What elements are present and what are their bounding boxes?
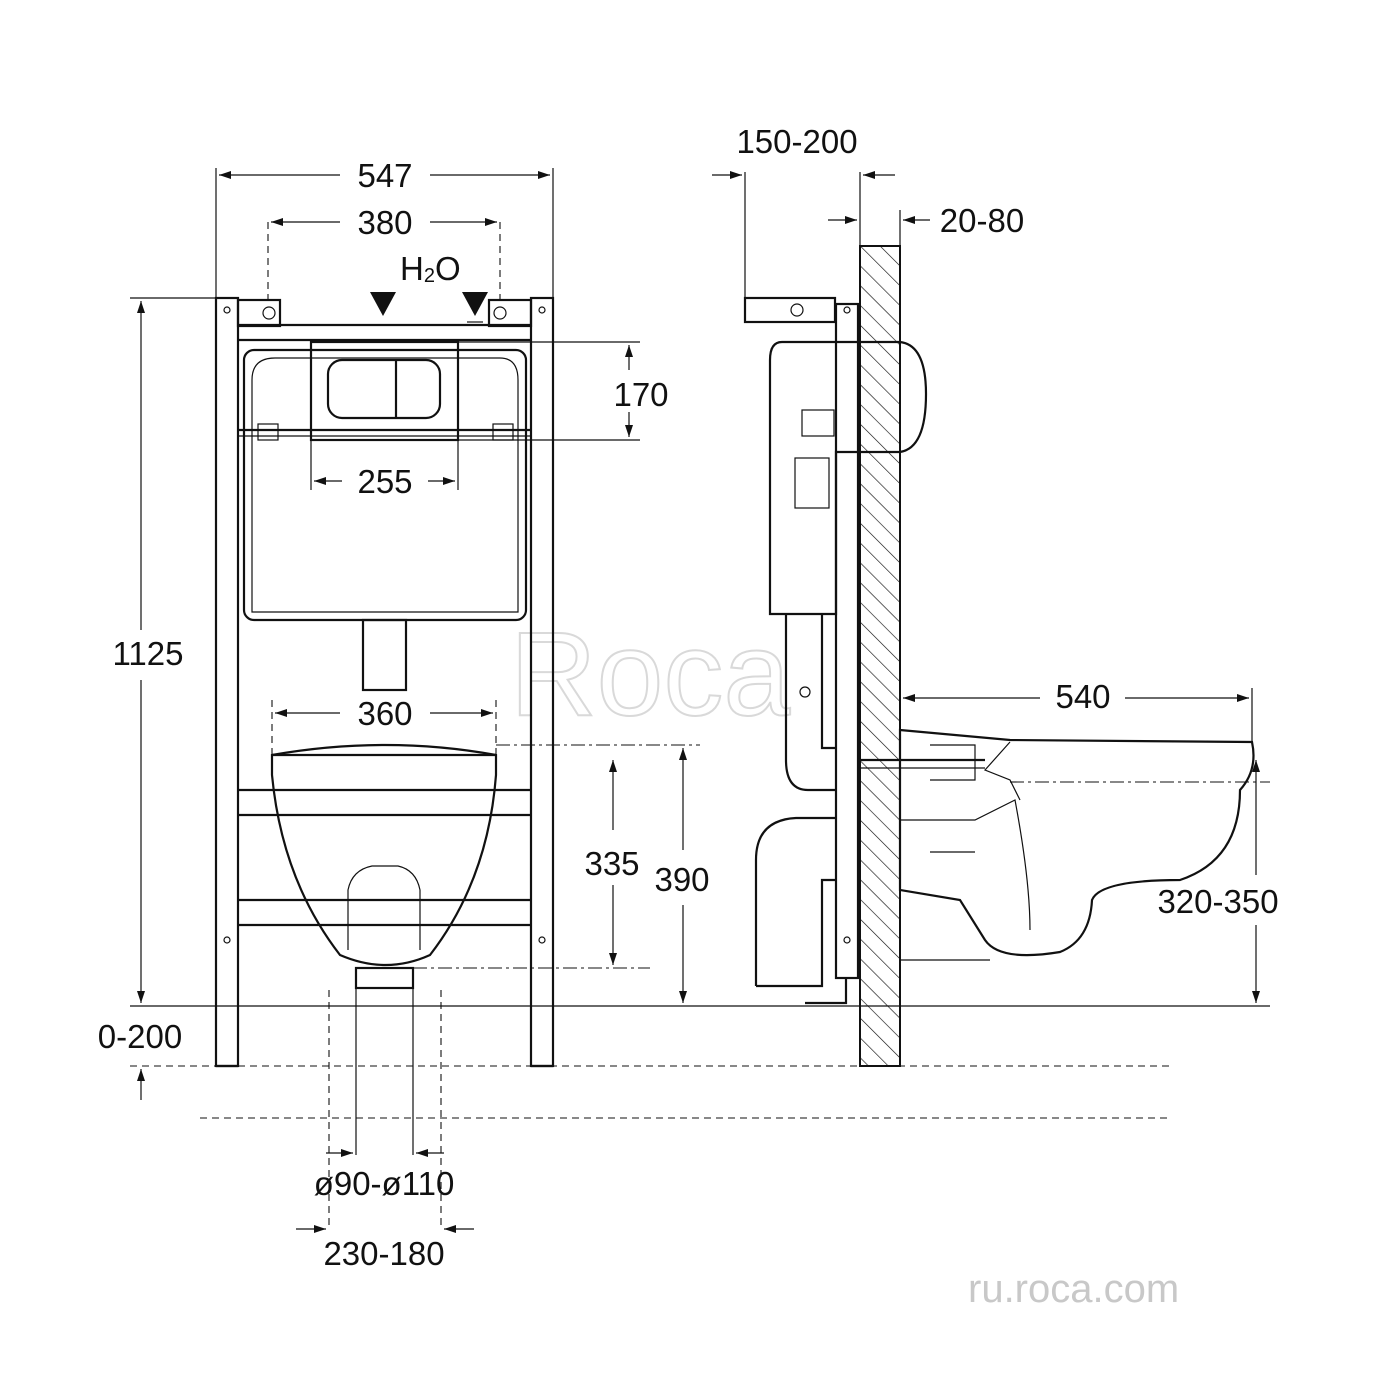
flush-buttons	[326, 358, 442, 420]
flush-plate	[309, 340, 460, 442]
front-view: 547 380 H2O 170 255 1125 0-200	[98, 157, 1270, 1272]
water-inlet-arrow-right	[462, 292, 488, 316]
cistern-side	[768, 340, 928, 616]
dim-335: 335	[584, 845, 639, 882]
left-bracket	[236, 298, 282, 328]
dim-pipe-offset: 230-180	[323, 1235, 444, 1272]
url-watermark: ru.roca.com	[968, 1267, 1179, 1311]
h2o-label: H2O	[400, 250, 461, 287]
water-inlet-arrow-left	[370, 292, 396, 316]
dim-255: 255	[357, 463, 412, 500]
dim-380: 380	[357, 204, 412, 241]
flush-pipe	[361, 618, 408, 692]
dim-320-350: 320-350	[1157, 883, 1278, 920]
dim-390: 390	[654, 861, 709, 898]
toilet-bowl-side	[898, 728, 1255, 957]
toilet-bowl-front	[270, 743, 498, 967]
side-frame-post	[834, 302, 860, 980]
frame-left-post	[214, 296, 240, 1068]
dim-540: 540	[1055, 678, 1110, 715]
side-top-bracket	[743, 296, 837, 324]
side-flush-pipe	[784, 614, 836, 792]
side-view: 150-200 20-80 540 320-350	[712, 123, 1279, 1067]
dim-0-200: 0-200	[98, 1018, 182, 1055]
wall-section	[859, 245, 901, 1067]
dim-20-80: 20-80	[940, 202, 1024, 239]
dim-170: 170	[613, 376, 668, 413]
dim-547: 547	[357, 157, 412, 194]
drain-bend	[754, 816, 836, 986]
dim-pipe-diameter: ø90-ø110	[314, 1165, 455, 1202]
dim-360: 360	[357, 695, 412, 732]
dim-150-200: 150-200	[736, 123, 857, 160]
roca-watermark: Roca	[510, 607, 790, 741]
dim-1125: 1125	[113, 635, 184, 672]
right-bracket	[487, 298, 533, 328]
outlet-spigot	[354, 966, 415, 990]
